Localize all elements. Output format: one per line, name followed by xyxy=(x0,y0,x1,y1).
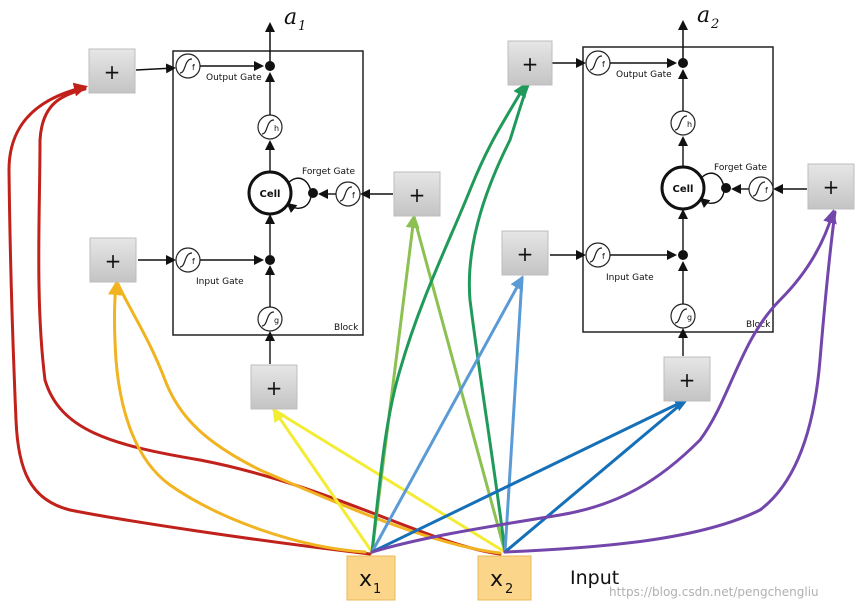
plus-boxes: + + + + + + + + xyxy=(88,40,855,410)
svg-text:1: 1 xyxy=(373,582,381,597)
block-2-g-glyph: g xyxy=(687,313,692,322)
block-1-g-glyph: g xyxy=(274,316,279,325)
block-1-block-label: Block xyxy=(334,323,359,333)
block-1-forget-multiply xyxy=(308,188,318,198)
yellow-arrow-x1 xyxy=(272,407,374,554)
purple-arrow-x2 xyxy=(503,210,837,554)
plus-box-block1-input: + xyxy=(89,237,137,283)
lightblue-arrow-x2 xyxy=(503,276,524,554)
blue-arrow-x1 xyxy=(370,398,689,554)
lstm-block-2: a 2 f Output Gate h Cell f Forget Gate f… xyxy=(550,3,807,356)
svg-text:+: + xyxy=(266,376,283,400)
svg-text:+: + xyxy=(823,175,840,199)
input-x1: x 1 xyxy=(346,555,396,601)
orange-arrow-x1 xyxy=(107,281,367,554)
block-2-output-multiply xyxy=(678,58,688,68)
lstm-block-1: a 1 f Output Gate h Cell f Forget Gate xyxy=(135,5,393,364)
block-2-input-gate-sigmoid xyxy=(585,242,611,268)
orange-arrow-x2 xyxy=(116,282,502,555)
block-2-cell-label: Cell xyxy=(673,184,694,195)
svg-text:+: + xyxy=(522,52,539,76)
blue-arrow-x2 xyxy=(503,398,688,554)
block-1-output-sub: 1 xyxy=(298,19,306,34)
block-1-cell-label: Cell xyxy=(260,189,281,200)
block-1-h-curve-icon xyxy=(261,119,275,135)
block-1-output-label: a xyxy=(284,5,297,30)
block-2-forget-gate-curve-icon xyxy=(752,181,766,197)
plus-box-block1-output: + xyxy=(88,48,136,94)
watermark: https://blog.csdn.net/pengchengliu xyxy=(609,585,819,599)
block-1-input-gate-label: Input Gate xyxy=(196,277,244,287)
block-2-output-glyph: f xyxy=(602,60,605,69)
block-2-h-curve-icon xyxy=(674,115,688,131)
svg-text:+: + xyxy=(517,242,534,266)
svg-text:x: x xyxy=(490,567,503,592)
svg-text:x: x xyxy=(359,567,372,592)
green-arrow-x2 xyxy=(467,83,530,554)
plus-box-block1-g: + xyxy=(250,364,298,410)
block-1-output-multiply xyxy=(265,61,275,71)
block-2-output-label: a xyxy=(697,3,710,28)
block-1-forget-glyph: f xyxy=(352,191,355,200)
purple-arrow-x1 xyxy=(370,209,837,554)
block-1-input-glyph: f xyxy=(192,257,195,266)
yellow-arrow-x2 xyxy=(272,408,507,554)
block-2-output-gate-curve-icon xyxy=(589,55,603,71)
plus-box-block2-output: + xyxy=(507,40,553,86)
plus-box-block2-forget: + xyxy=(807,163,855,210)
block-1-input-multiply xyxy=(265,255,275,265)
block-2-forget-gate-sigmoid xyxy=(748,176,774,202)
block-1-output-gate-glyph: f xyxy=(192,63,195,72)
block-2-forget-gate-label: Forget Gate xyxy=(714,163,768,173)
block-1-forget-gate-curve-icon xyxy=(339,186,353,202)
block-2-output-gate-label: Output Gate xyxy=(616,70,672,80)
block-1-forget-gate-sigmoid xyxy=(335,181,361,207)
block-1-output-gate-label: Output Gate xyxy=(206,73,262,83)
block-1-input-gate-curve-icon xyxy=(179,252,193,268)
block-2-output-sub: 2 xyxy=(710,17,719,32)
green-arrow-x1 xyxy=(370,82,527,554)
block-2-input-gate-curve-icon xyxy=(589,247,603,263)
block-2-forget-glyph: f xyxy=(765,186,768,195)
block-2-forget-multiply xyxy=(721,183,731,193)
plus-box-block2-input: + xyxy=(501,230,549,276)
block-1-output-gate-sigmoid xyxy=(175,53,201,79)
plus-box-block2-g: + xyxy=(663,356,711,402)
block-2-input-gate-label: Input Gate xyxy=(606,273,654,283)
svg-text:+: + xyxy=(409,183,426,207)
svg-text:+: + xyxy=(104,60,121,84)
block-1-output-gate-sigmoid-curve-icon xyxy=(179,58,193,74)
svg-text:+: + xyxy=(679,368,696,392)
block-1-h-glyph: h xyxy=(274,124,279,133)
block-2-input-multiply xyxy=(678,250,688,260)
input-x2: x 2 xyxy=(477,555,532,601)
lightgreen-arrow-x2 xyxy=(412,215,507,554)
lightblue-arrow-x1 xyxy=(370,275,524,554)
svg-text:2: 2 xyxy=(505,582,513,597)
input-label: Input xyxy=(570,567,619,589)
connections xyxy=(7,82,837,556)
block-2-h-glyph: h xyxy=(687,120,692,129)
block-2-output-gate-sigmoid xyxy=(585,50,611,76)
block-1-forget-gate-label: Forget Gate xyxy=(302,167,356,177)
svg-text:+: + xyxy=(105,249,122,273)
block-1-input-gate-sigmoid xyxy=(175,247,201,273)
plus-box-block1-forget: + xyxy=(393,171,441,217)
block-2-g-curve-icon xyxy=(674,308,688,324)
red-arrow-x1 xyxy=(7,82,372,556)
block-2-input-glyph: f xyxy=(602,252,605,261)
block-1-g-curve-icon xyxy=(261,311,275,327)
red-arrow-x2 xyxy=(37,87,502,556)
